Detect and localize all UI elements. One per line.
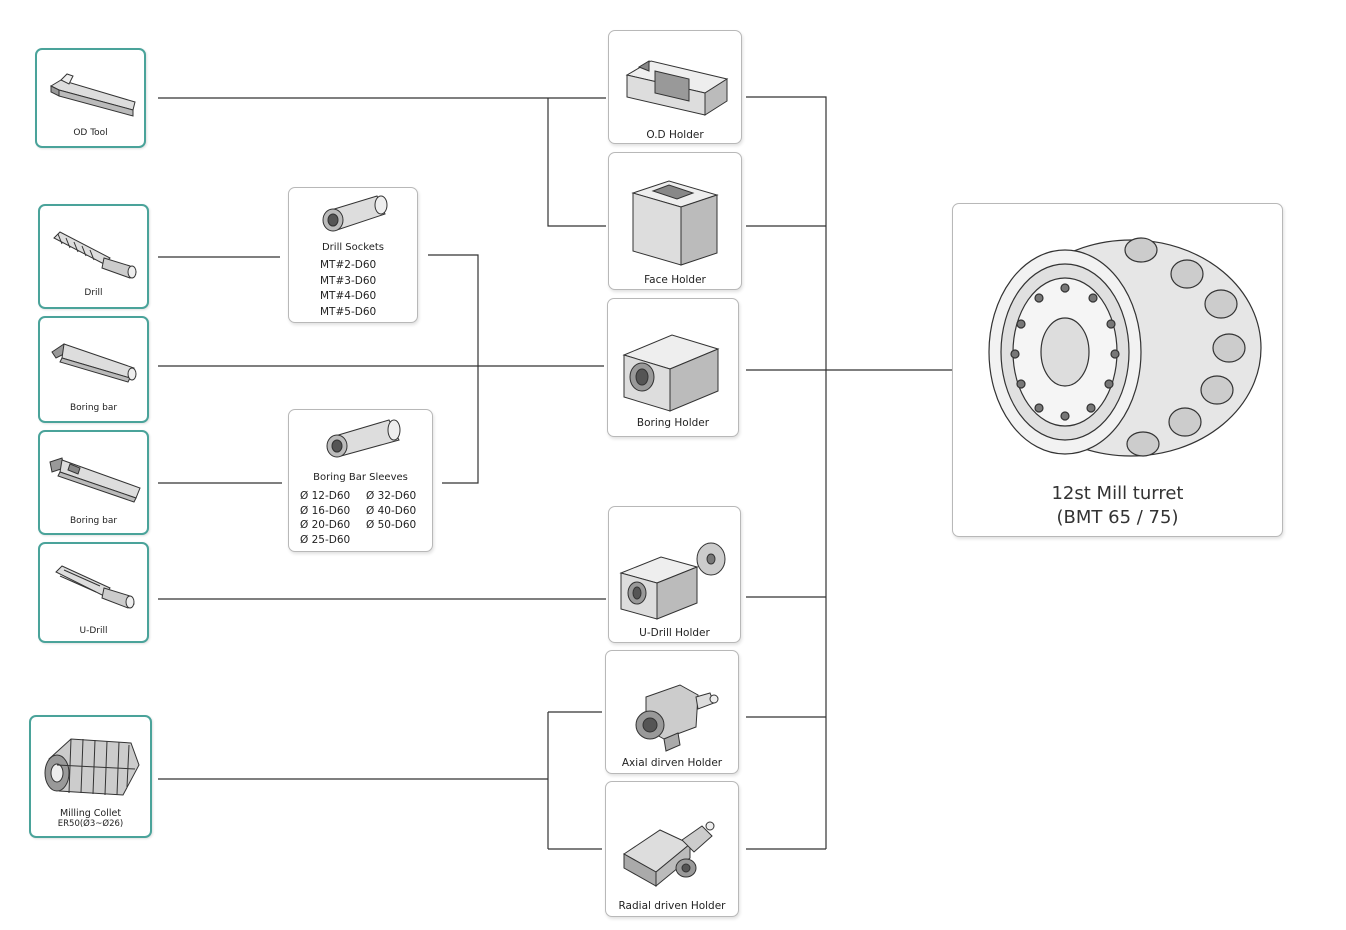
od-holder-label: O.D Holder — [646, 129, 704, 141]
od-tool-card[interactable]: OD Tool — [35, 48, 146, 148]
drill-socket-spec: MT#3-D60 — [320, 274, 377, 287]
sleeve-spec: Ø 16-D60 — [300, 504, 351, 517]
od-tool-label: OD Tool — [73, 128, 108, 138]
boring-holder-label: Boring Holder — [636, 417, 710, 429]
drill-card[interactable]: Drill — [38, 204, 149, 309]
sleeve-spec: Ø 40-D60 — [366, 504, 417, 517]
od-holder-card[interactable]: O.D Holder — [608, 30, 742, 144]
sleeve-spec: Ø 50-D60 — [366, 519, 417, 531]
mill-turret-card[interactable]: 12st Mill turret (BMT 65 / 75) — [952, 203, 1283, 537]
boring-bar-2-label: Boring bar — [69, 516, 118, 526]
boring-bar-card[interactable]: Boring bar — [38, 316, 149, 423]
sleeve-spec: Ø 12-D60 — [300, 490, 351, 502]
u-drill-card[interactable]: U-Drill — [38, 542, 149, 643]
boring-bar-icon — [51, 343, 137, 383]
boring-bar-sleeves-card[interactable]: Boring Bar Sleeves Ø 12-D60 Ø 16-D60 Ø 2… — [288, 409, 433, 552]
face-holder-card[interactable]: Face Holder — [608, 152, 742, 290]
boring-holder-icon — [622, 334, 720, 412]
turret-title: 12st Mill turret — [1051, 483, 1184, 504]
boring-bar-2-icon — [49, 457, 141, 503]
connector-od-tool — [158, 97, 606, 227]
od-holder-icon — [625, 60, 729, 116]
milling-collet-card[interactable]: Milling Collet ER50(Ø3~Ø26) — [29, 715, 152, 838]
drill-socket-icon — [322, 195, 388, 232]
radial-driven-holder-label: Radial driven Holder — [618, 900, 726, 912]
milling-collet-icon — [44, 738, 140, 796]
connector-holders-bus — [746, 96, 952, 850]
drill-socket-spec: MT#4-D60 — [320, 290, 377, 302]
od-tool-icon — [49, 73, 136, 117]
axial-driven-holder-icon — [635, 684, 719, 752]
drill-label: Drill — [84, 288, 103, 298]
face-holder-label: Face Holder — [644, 274, 706, 286]
boring-bar-sleeves-title: Boring Bar Sleeves — [313, 472, 408, 483]
drill-sockets-card[interactable]: Drill Sockets MT#2-D60 MT#3-D60 MT#4-D60… — [288, 187, 418, 323]
boring-sleeve-icon — [326, 419, 401, 458]
connector-adapters — [428, 254, 479, 484]
sleeve-spec: Ø 25-D60 — [300, 533, 351, 546]
sleeve-spec: Ø 20-D60 — [300, 519, 351, 531]
axial-driven-holder-label: Axial dirven Holder — [621, 757, 723, 769]
u-drill-holder-label: U-Drill Holder — [639, 627, 710, 639]
boring-holder-card[interactable]: Boring Holder — [607, 298, 739, 437]
u-drill-icon — [55, 565, 135, 609]
sleeve-spec: Ø 32-D60 — [366, 490, 417, 502]
u-drill-holder-card[interactable]: U-Drill Holder — [608, 506, 741, 643]
boring-bar-2-card[interactable]: Boring bar — [38, 430, 149, 535]
radial-driven-holder-icon — [623, 821, 715, 888]
drill-sockets-title: Drill Sockets — [321, 242, 384, 253]
milling-collet-size: ER50(Ø3~Ø26) — [57, 819, 124, 829]
drill-sockets-specs: MT#2-D60 MT#3-D60 MT#4-D60 MT#5-D60 — [320, 258, 376, 320]
sleeves-specs-left: Ø 12-D60 Ø 16-D60 Ø 20-D60 Ø 25-D60 — [300, 489, 350, 547]
face-holder-icon — [631, 180, 719, 266]
u-drill-label: U-Drill — [79, 626, 108, 636]
drill-icon — [53, 231, 137, 279]
connector-collet — [158, 711, 602, 850]
axial-driven-holder-card[interactable]: Axial dirven Holder — [605, 650, 739, 774]
boring-bar-label: Boring bar — [69, 403, 118, 413]
turret-model: (BMT 65 / 75) — [1056, 507, 1179, 528]
mill-turret-icon — [988, 237, 1262, 457]
radial-driven-holder-card[interactable]: Radial driven Holder — [605, 781, 739, 917]
milling-collet-label: Milling Collet — [59, 808, 122, 819]
drill-socket-spec: MT#5-D60 — [320, 305, 377, 318]
drill-socket-spec: MT#2-D60 — [320, 259, 377, 271]
sleeves-specs-right: Ø 32-D60 Ø 40-D60 Ø 50-D60 — [366, 489, 416, 533]
u-drill-holder-icon — [619, 542, 726, 620]
